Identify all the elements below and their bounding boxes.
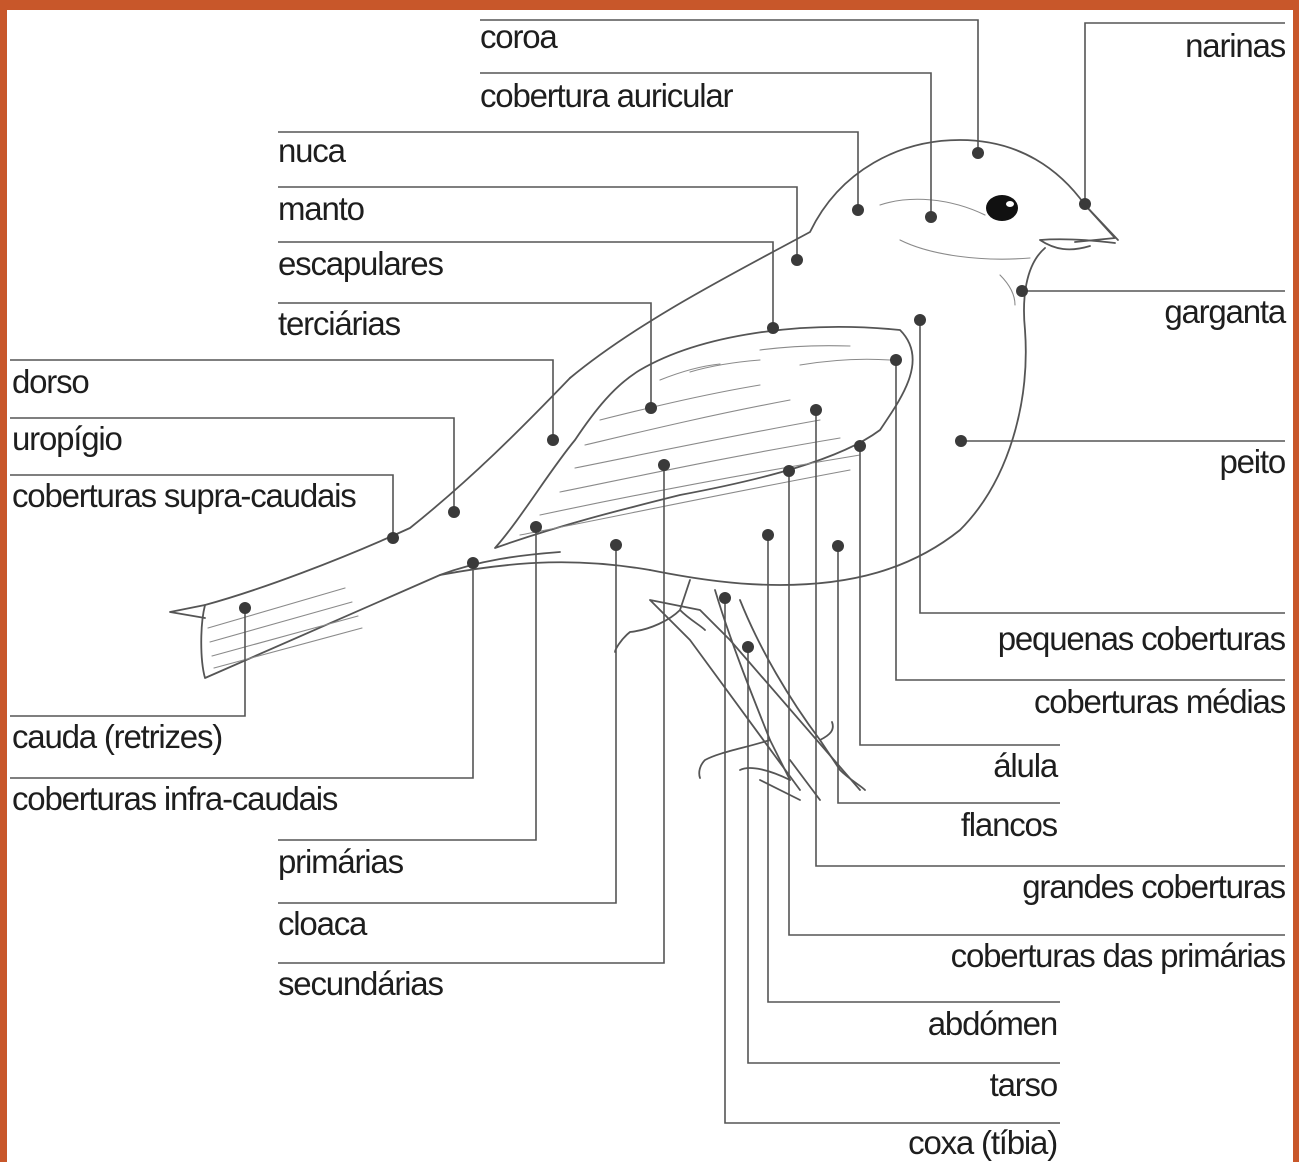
label-nuca: nuca [278, 132, 347, 169]
label-narinas: narinas [1185, 27, 1286, 64]
right-labels: narinas garganta peito pequenas cobertur… [908, 27, 1288, 1161]
bird-illustration [169, 139, 1119, 801]
label-manto: manto [278, 190, 364, 227]
label-coberturas-medias: coberturas médias [1034, 683, 1286, 720]
label-grandes-coberturas: grandes coberturas [1022, 868, 1285, 905]
label-cobertura-auricular: cobertura auricular [480, 77, 734, 114]
label-tarso: tarso [990, 1066, 1057, 1103]
left-labels: coroa cobertura auricular nuca manto esc… [12, 18, 735, 1002]
label-escapulares: escapulares [278, 245, 443, 282]
label-terciarias: terciárias [278, 305, 401, 342]
label-coroa: coroa [480, 18, 558, 55]
label-primarias: primárias [278, 843, 404, 880]
diagram-frame: coroa cobertura auricular nuca manto esc… [7, 10, 1293, 1162]
label-flancos: flancos [961, 806, 1058, 843]
label-garganta: garganta [1164, 293, 1287, 330]
label-cloaca: cloaca [278, 905, 368, 942]
label-abdomen: abdómen [928, 1005, 1057, 1042]
bird-anatomy-diagram: coroa cobertura auricular nuca manto esc… [10, 18, 1288, 1161]
label-coberturas-das-primarias: coberturas das primárias [951, 937, 1286, 974]
label-alula: álula [993, 747, 1059, 784]
label-coberturas-supra-caudais: coberturas supra-caudais [12, 477, 356, 514]
label-uropigio: uropígio [12, 420, 122, 457]
label-peito: peito [1219, 443, 1285, 480]
label-secundarias: secundárias [278, 965, 443, 1002]
label-pequenas-coberturas: pequenas coberturas [998, 620, 1286, 657]
label-coberturas-infra-caudais: coberturas infra-caudais [12, 780, 338, 817]
label-dorso: dorso [12, 363, 89, 400]
label-cauda: cauda (retrizes) [12, 718, 222, 755]
label-coxa: coxa (tíbia) [908, 1124, 1057, 1161]
